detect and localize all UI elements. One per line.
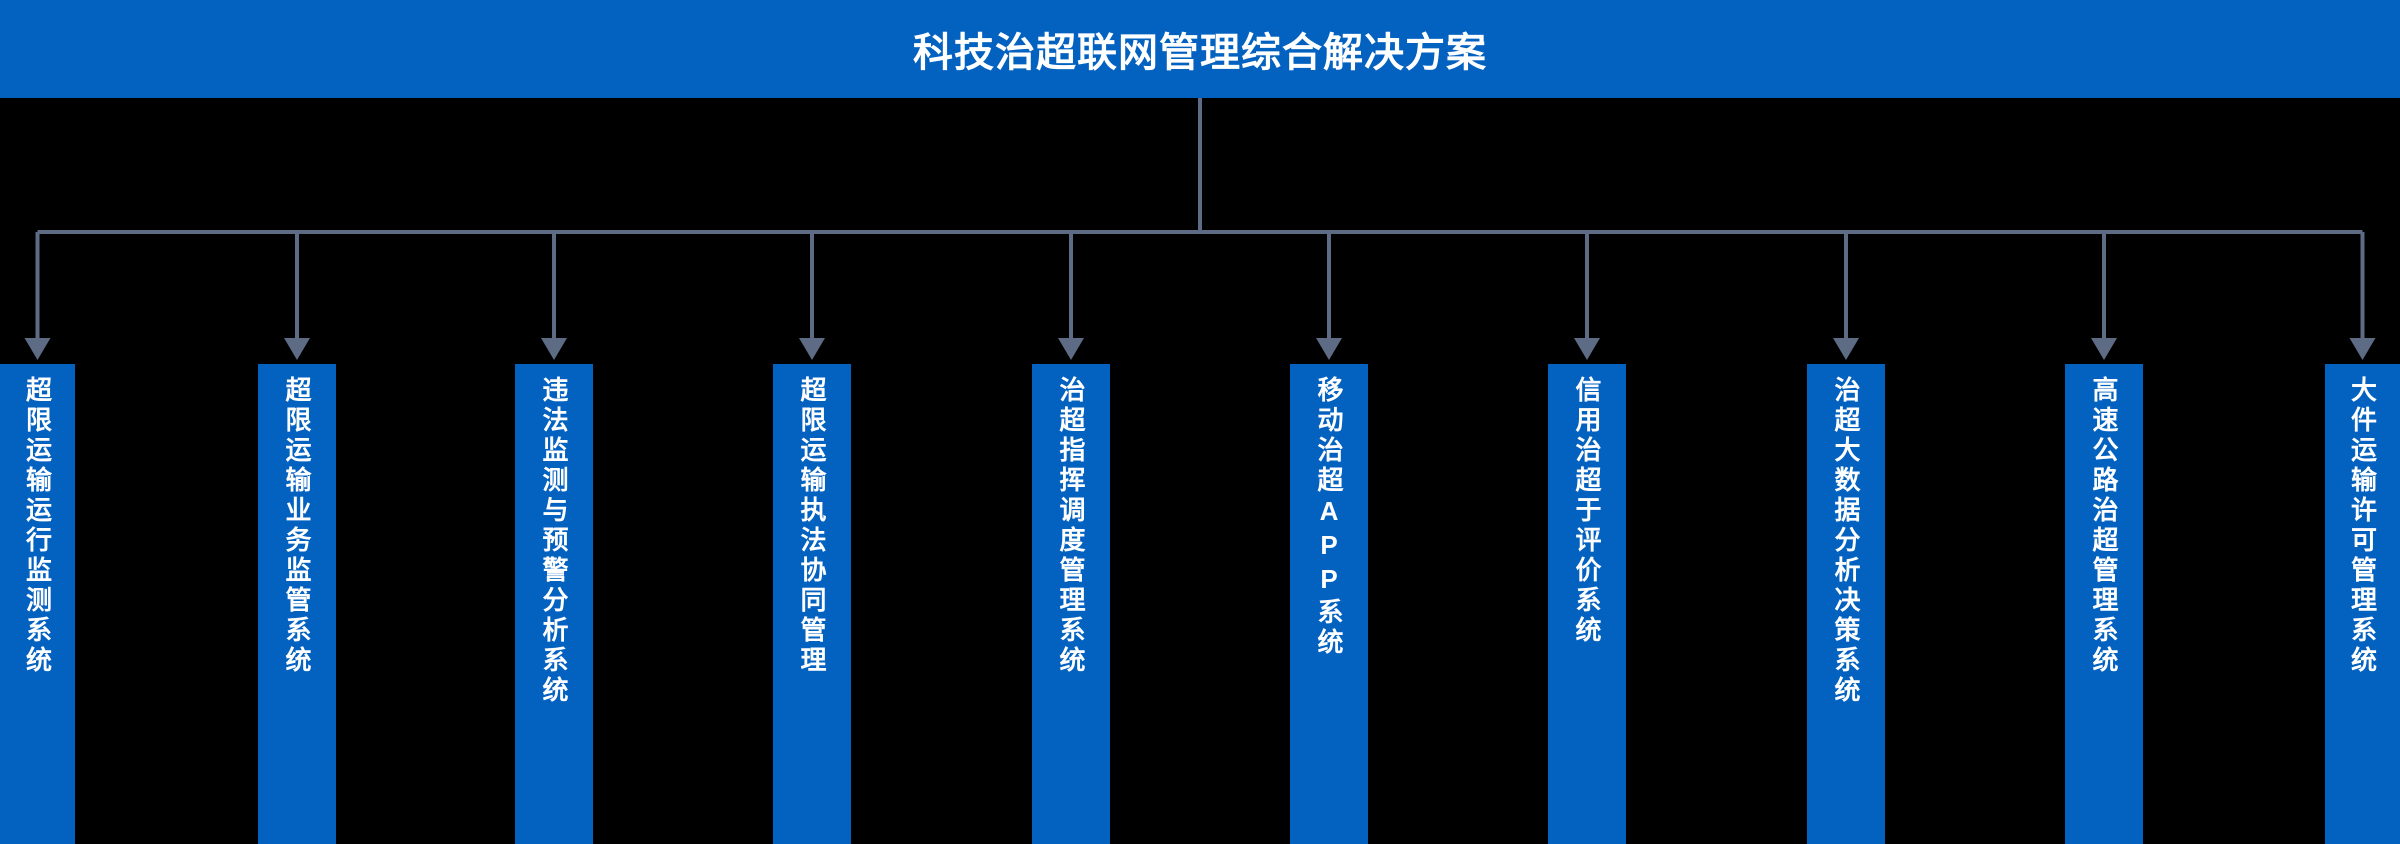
node-box[interactable]: 违法监测与预警分析系统 bbox=[515, 364, 593, 844]
node-box[interactable]: 移动治超APP系统 bbox=[1290, 364, 1368, 844]
node-label: 超限运输执法协同管理 bbox=[797, 376, 827, 676]
arrowhead-icon bbox=[24, 338, 51, 360]
arrowhead-icon bbox=[284, 338, 310, 360]
node-label: 治超大数据分析决策系统 bbox=[1831, 376, 1861, 706]
node-box[interactable]: 大件运输许可管理系统 bbox=[2325, 364, 2400, 844]
node-box[interactable]: 高速公路治超管理系统 bbox=[2065, 364, 2143, 844]
arrowhead-icon bbox=[541, 338, 567, 360]
diagram-title-bar: 科技治超联网管理综合解决方案 bbox=[0, 0, 2400, 98]
node-label: 大件运输许可管理系统 bbox=[2347, 376, 2378, 676]
node-box[interactable]: 超限运输运行监测系统 bbox=[0, 364, 75, 844]
node-box[interactable]: 信用治超于评价系统 bbox=[1548, 364, 1626, 844]
node-label: 违法监测与预警分析系统 bbox=[539, 376, 569, 706]
arrowhead-icon bbox=[799, 338, 825, 360]
arrowhead-icon bbox=[1316, 338, 1342, 360]
node-label: 治超指挥调度管理系统 bbox=[1056, 376, 1086, 676]
node-label: 高速公路治超管理系统 bbox=[2089, 376, 2119, 676]
node-label: 移动治超APP系统 bbox=[1314, 376, 1344, 658]
arrowhead-icon bbox=[1833, 338, 1859, 360]
arrowhead-icon bbox=[2091, 338, 2117, 360]
node-label: 超限运输业务监管系统 bbox=[282, 376, 312, 676]
node-label: 信用治超于评价系统 bbox=[1572, 376, 1602, 646]
node-box[interactable]: 超限运输执法协同管理 bbox=[773, 364, 851, 844]
page-title: 科技治超联网管理综合解决方案 bbox=[913, 31, 1487, 75]
arrowhead-icon bbox=[1058, 338, 1084, 360]
node-box[interactable]: 治超指挥调度管理系统 bbox=[1032, 364, 1110, 844]
node-box[interactable]: 超限运输业务监管系统 bbox=[258, 364, 336, 844]
node-label: 超限运输运行监测系统 bbox=[22, 376, 53, 676]
arrowhead-icon bbox=[1574, 338, 1600, 360]
arrowhead-icon bbox=[2349, 338, 2376, 360]
node-box[interactable]: 治超大数据分析决策系统 bbox=[1807, 364, 1885, 844]
